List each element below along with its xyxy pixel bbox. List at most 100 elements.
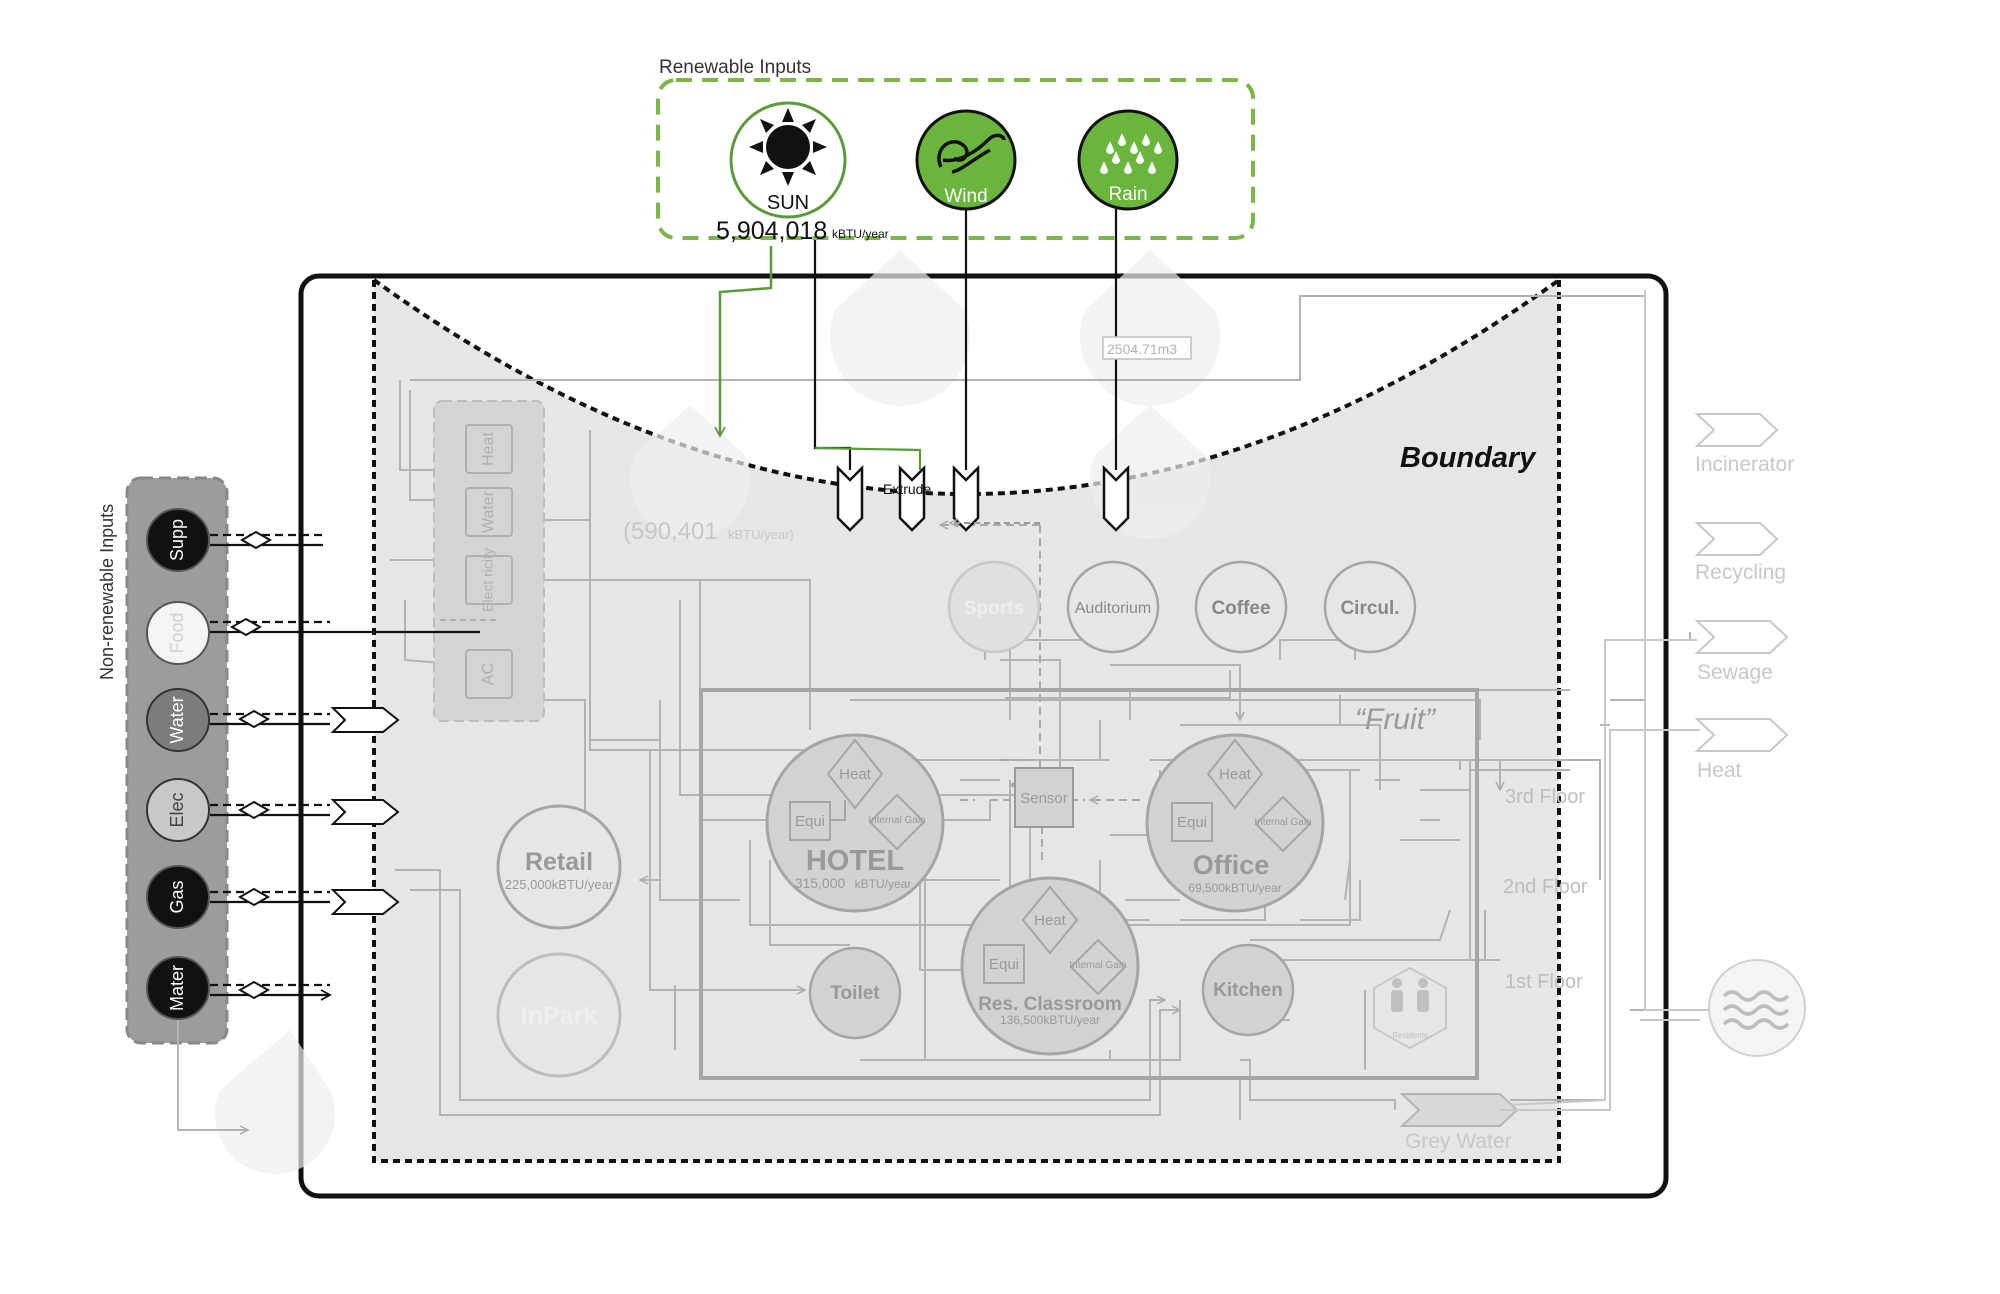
office-node[interactable]: Heat Equi Internal Gain Office 69,500kBT… [1145,733,1325,913]
kitchen-label: Kitchen [1213,980,1283,1001]
outputs-group: Incinerator Recycling Sewage Heat Grey W… [1399,413,1806,1153]
inpark-label: InPark [521,1002,598,1030]
residents-label: Residents [1392,1031,1428,1040]
incinerator-chevron [1694,413,1779,447]
nonrenewable-inputs-title: Non-renewable Inputs [97,504,117,680]
collected-unit: kBTU/year) [728,527,794,542]
office-label: Office [1193,850,1270,880]
retail-value: 225,000kBTU/year [505,877,614,892]
svg-text:Heat: Heat [839,766,872,783]
input-mater[interactable]: Mater [146,956,210,1020]
recycling-label: Recycling [1695,561,1786,584]
sun-node[interactable]: SUN [729,101,847,219]
classroom-value: 136,500kBTU/year [1000,1013,1100,1027]
svg-text:Internal Gain: Internal Gain [1254,817,1311,828]
sewage-chevron [1694,620,1789,654]
svg-text:Internal Gain: Internal Gain [868,815,925,826]
system-electricity-label: Elect ricity [480,548,496,612]
office-value: 69,500kBTU/year [1188,881,1281,895]
sports-node[interactable]: Sports [947,560,1041,654]
systems-panel: Heat Water Elect ricity AC [433,400,545,722]
hotel-link [830,800,846,821]
classroom-internal-gain: Internal Gain [1069,938,1127,996]
fruit-zone [699,688,1479,1080]
fruit-label: “Fruit” [1355,703,1437,736]
toilet-label: Toilet [830,983,880,1004]
water-body-node[interactable] [1708,959,1806,1057]
system-electricity: Elect ricity [465,548,513,612]
system-heat: Heat [465,424,513,474]
hotel-equipment: Equi [789,801,831,841]
sun-value: 5,904,018 [716,217,827,245]
sewage-label: Sewage [1697,661,1773,684]
input-food[interactable]: Food [146,601,210,665]
people-icon [1391,978,1429,1012]
auditorium-node[interactable]: Auditorium [1066,560,1160,654]
heat-out-label: Heat [1697,759,1742,782]
grey-water-chevron [1399,1093,1519,1127]
kitchen-node[interactable]: Kitchen [1201,943,1295,1037]
input-gas-label: Gas [167,880,187,913]
material-out-line [177,1020,248,1130]
floor-1-label: 1st Floor [1505,971,1583,993]
circulation-node[interactable]: Circul. [1323,560,1417,654]
hotel-label: HOTEL [806,845,904,877]
sensor-node[interactable]: Sensor [1014,767,1074,828]
input-mater-label: Mater [167,965,187,1011]
sports-label: Sports [964,598,1024,619]
office-internal-gain: Internal Gain [1254,795,1312,853]
input-supp-label: Supp [167,519,187,561]
office-heat: Heat [1206,738,1264,810]
collected-value: (590,401 [623,518,718,545]
intake-chevrons [836,464,1130,532]
input-elec[interactable]: Elec [146,778,210,842]
rain-label: Rain [1108,184,1147,205]
svg-text:Heat: Heat [1219,766,1252,783]
hotel-internal-gain: Internal Gain [868,793,926,851]
incinerator-label: Incinerator [1695,453,1794,476]
amenities: Sports Auditorium Coffee Circul. [947,560,1417,654]
wind-node[interactable]: Wind [915,109,1017,211]
coffee-node[interactable]: Coffee [1194,560,1288,654]
extrude-label: Extrude [883,481,931,497]
inpark-node[interactable]: InPark [496,952,622,1078]
classroom-node[interactable]: Heat Equi Internal Gain Res. Classroom 1… [960,876,1140,1056]
input-supp[interactable]: Supp [146,508,210,572]
retail-label: Retail [525,848,593,876]
sensor-label: Sensor [1020,790,1068,807]
hotel-node[interactable]: Heat Equi Internal Gain HOTEL 315,000 kB… [765,733,945,913]
system-water: Water [465,487,513,537]
recycling-chevron [1694,522,1779,556]
renewable-inputs-title: Renewable Inputs [659,57,811,78]
classroom-equipment: Equi [983,944,1025,984]
system-heat-label: Heat [480,432,497,466]
sun-unit: kBTU/year [832,227,889,241]
volume-note-box [1102,336,1192,360]
input-food-label: Food [167,612,187,653]
sun-label: SUN [767,192,809,214]
waves-icon [1722,990,1790,1030]
system-ac-label: AC [480,663,497,685]
rain-node[interactable]: Rain [1077,109,1179,211]
svg-text:Equi: Equi [1177,814,1207,831]
classroom-label: Res. Classroom [978,994,1122,1015]
system-ac: AC [465,649,513,699]
wind-label: Wind [944,186,987,207]
residents-node[interactable]: Residents [1373,966,1447,1050]
output-flows [1500,290,1709,1111]
sun-icon [749,108,827,186]
input-connectors [210,533,480,1001]
rain-icon [1100,133,1162,174]
coffee-label: Coffee [1211,598,1270,619]
svg-text:Equi: Equi [989,956,1019,973]
heat-out-chevron [1694,718,1789,752]
svg-text:Internal Gain: Internal Gain [1069,960,1126,971]
toilet-node[interactable]: Toilet [808,946,902,1040]
auditorium-label: Auditorium [1075,600,1151,617]
input-water[interactable]: Water [146,688,210,752]
input-chevrons [330,707,400,915]
retail-node[interactable]: Retail 225,000kBTU/year [496,804,622,930]
grey-water-label: Grey Water [1405,1130,1512,1153]
input-gas[interactable]: Gas [146,865,210,929]
